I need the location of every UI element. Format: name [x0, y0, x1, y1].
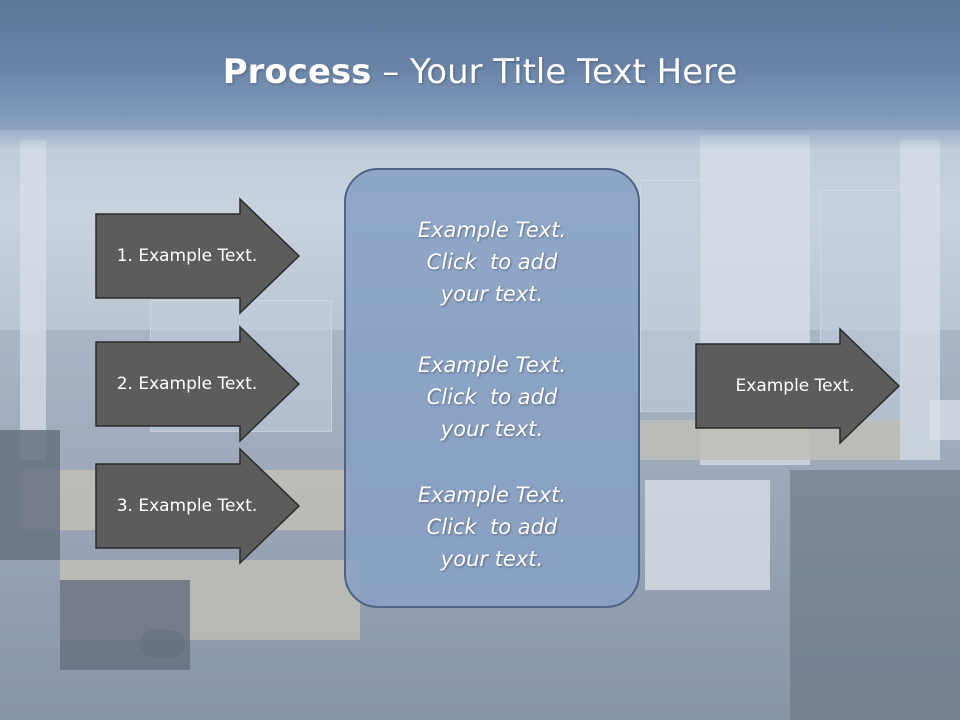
- panel-text-line: your text.: [440, 417, 544, 441]
- panel-text-line: Click to add: [426, 250, 558, 274]
- panel-text-line: Click to add: [426, 515, 558, 539]
- panel-text-line: Example Text.: [417, 353, 567, 377]
- left-arrow-1-label: 1. Example Text.: [116, 246, 258, 266]
- right-arrow[interactable]: Example Text.: [695, 327, 901, 445]
- panel-text-line: your text.: [440, 547, 544, 571]
- panel-text-line: Example Text.: [417, 218, 567, 242]
- left-arrow-1[interactable]: 1. Example Text.: [95, 197, 301, 315]
- left-arrow-3-label: 3. Example Text.: [116, 496, 258, 516]
- panel-text-line: Example Text.: [417, 483, 567, 507]
- center-text-panel[interactable]: Example Text. Click to add your text. Ex…: [344, 168, 640, 608]
- panel-text-block-1[interactable]: Example Text. Click to add your text.: [346, 214, 638, 310]
- panel-text-block-2[interactable]: Example Text. Click to add your text.: [346, 349, 638, 445]
- arrow-shape: [695, 327, 901, 445]
- left-arrow-3[interactable]: 3. Example Text.: [95, 447, 301, 565]
- panel-text-block-3[interactable]: Example Text. Click to add your text.: [346, 479, 638, 575]
- arrow-shape: [95, 325, 301, 443]
- left-arrow-2-label: 2. Example Text.: [116, 374, 258, 394]
- arrow-shape: [95, 197, 301, 315]
- panel-text-line: your text.: [440, 282, 544, 306]
- panel-text-line: Click to add: [426, 385, 558, 409]
- slide-title-bold: Process: [222, 52, 372, 92]
- arrow-shape: [95, 447, 301, 565]
- right-arrow-label: Example Text.: [735, 376, 855, 396]
- title-bar: [0, 0, 960, 150]
- slide-title: Process – Your Title Text Here: [0, 52, 960, 92]
- left-arrow-2[interactable]: 2. Example Text.: [95, 325, 301, 443]
- slide-title-rest: – Your Title Text Here: [371, 52, 738, 92]
